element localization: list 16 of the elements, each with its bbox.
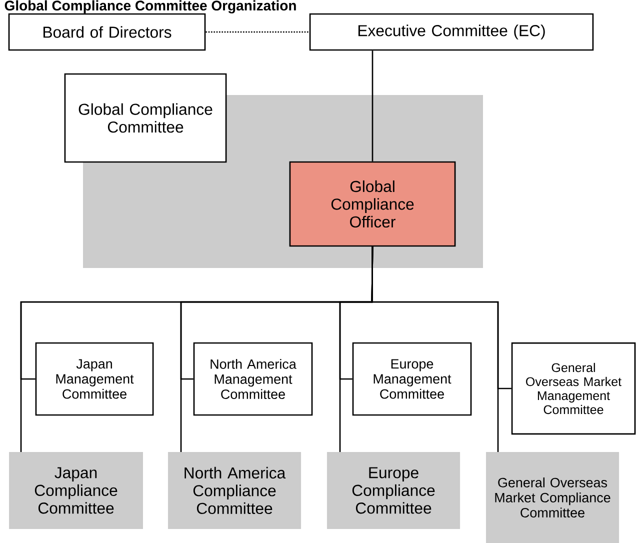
committee-box: Board of Directors (8, 13, 206, 51)
committee-box: Japan Management Committee (35, 342, 154, 416)
committee-box: General Overseas Market Management Committee (511, 342, 636, 435)
committee-box: Global Compliance Committee (64, 73, 227, 163)
shaded-committee-box: North America Compliance Committee (168, 452, 302, 530)
connector-line (206, 31, 310, 33)
title: Global Compliance Committee Organization (4, 0, 296, 14)
committee-box: North America Management Committee (193, 342, 313, 416)
connector-line (372, 50, 374, 162)
committee-box: Executive Committee (EC) (309, 13, 594, 51)
shaded-committee-box: General Overseas Market Compliance Committee (486, 452, 620, 543)
connector-line (371, 246, 499, 452)
shaded-committee-box: Japan Compliance Committee (9, 452, 143, 530)
shaded-committee-box: Europe Compliance Committee (326, 452, 460, 530)
officer-box: Global Compliance Officer (289, 161, 456, 247)
committee-box: Europe Management Committee (352, 342, 472, 416)
